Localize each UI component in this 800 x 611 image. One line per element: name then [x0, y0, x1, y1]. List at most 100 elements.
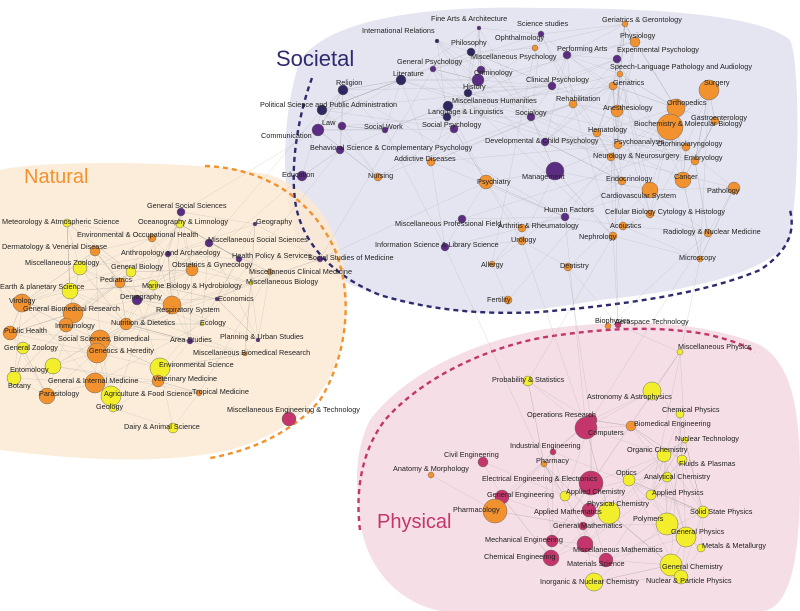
node-radiology-nuclear-medicine: [703, 228, 713, 238]
edge: [684, 439, 704, 513]
edge: [590, 232, 709, 421]
edge: [21, 302, 246, 355]
node-miscellaneous-mathematics: [576, 535, 594, 553]
edge: [157, 380, 200, 394]
edge: [491, 263, 509, 301]
edge: [159, 353, 246, 369]
edge: [521, 107, 677, 242]
edge: [596, 132, 612, 158]
edge: [96, 304, 173, 354]
node-law: [337, 121, 347, 131]
node-label-general-engineering: General Engineering: [487, 490, 554, 499]
node-otorhinolaryngology: [681, 142, 691, 152]
edge: [608, 512, 672, 566]
edge: [540, 33, 568, 56]
edge: [52, 365, 200, 394]
node-dermatology-venerial-disease: [89, 245, 101, 257]
edge: [605, 511, 704, 561]
node-label-chemical-physics: Chemical Physics: [662, 405, 720, 414]
node-applied-mathematics: [581, 502, 597, 518]
edge: [321, 79, 402, 111]
node-label-social-studies-of-medicine: Social Studies of Medicine: [308, 253, 394, 262]
edge: [608, 512, 672, 566]
node-science-studies: [537, 30, 545, 38]
edge: [430, 128, 455, 163]
node-fertility: [503, 295, 513, 305]
node-label-psychiatry: Psychiatry: [477, 177, 511, 186]
edge: [666, 476, 687, 538]
edge: [501, 496, 552, 559]
node-respiratory-system: [162, 295, 182, 315]
node-label-parasitology: Parasitology: [39, 389, 80, 398]
societal-title: Societal: [276, 46, 354, 71]
edge: [65, 324, 161, 369]
node-label-criminology: Criminology: [474, 68, 513, 77]
edge: [191, 269, 252, 284]
edge: [608, 512, 672, 566]
node-pharmacology: [482, 498, 508, 524]
edge: [610, 146, 687, 158]
node-information-science-library-science: [440, 242, 450, 252]
node-label-meteorology-atmospheric-science: Meteorology & Atmospheric Science: [2, 217, 119, 226]
node-miscellaneous-professional-field: [457, 214, 467, 224]
edge: [588, 479, 630, 511]
edge: [544, 141, 623, 182]
node-miscellaneous-humanities: [442, 100, 454, 112]
node-general-zoology: [16, 341, 30, 355]
node-applied-chemistry: [559, 490, 571, 502]
node-label-botany: Botany: [8, 381, 31, 390]
edge: [167, 242, 210, 255]
edge: [436, 40, 482, 71]
edge: [622, 225, 701, 260]
edge: [444, 240, 523, 248]
edge: [564, 180, 623, 218]
edge: [485, 181, 523, 242]
edge: [543, 463, 586, 545]
edge: [125, 323, 191, 342]
node-general-internal-medicine: [84, 372, 106, 394]
edge: [317, 129, 379, 178]
node-inorganic-nuclear-chemistry: [584, 572, 604, 592]
edge: [9, 312, 74, 334]
node-genetics-heredity: [86, 342, 108, 364]
node-label-physical-chemistry: Physical Chemistry: [587, 499, 649, 508]
edge: [400, 27, 480, 81]
node-label-hematology: Hematology: [588, 125, 627, 134]
edge: [616, 58, 651, 191]
node-embryology: [690, 156, 700, 166]
node-label-geology: Geology: [96, 402, 124, 411]
node-allergy: [488, 260, 496, 268]
node-label-geography: Geography: [256, 217, 292, 226]
edge: [191, 175, 303, 271]
edge: [649, 189, 709, 234]
node-meteorology-atmospheric-science: [62, 218, 72, 228]
edge: [605, 494, 652, 561]
edge: [477, 79, 553, 87]
edge: [684, 439, 704, 513]
edge: [649, 126, 671, 215]
node-label-communication: Communication: [261, 131, 312, 140]
node-addictive-diseases: [426, 157, 436, 167]
edge: [9, 332, 98, 354]
edge: [13, 324, 67, 379]
edge: [607, 232, 709, 327]
edge: [384, 129, 446, 248]
edge: [94, 250, 121, 284]
edge: [540, 33, 574, 105]
node-label-experimental-psychology: Experimental Psychology: [617, 45, 699, 54]
edge: [167, 211, 182, 255]
edge: [342, 85, 553, 91]
edge: [544, 141, 623, 182]
node-label-general-social-sciences: General Social Sciences: [147, 201, 227, 210]
node-label-applied-chemistry: Applied Chemistry: [566, 487, 626, 496]
edge: [301, 149, 341, 177]
edge: [94, 323, 127, 384]
edge: [684, 439, 704, 513]
edge: [551, 451, 554, 542]
edge: [96, 352, 161, 369]
edge: [544, 132, 598, 143]
edge: [430, 161, 446, 248]
edge: [530, 103, 574, 118]
edge: [663, 454, 704, 513]
edge: [521, 216, 566, 229]
